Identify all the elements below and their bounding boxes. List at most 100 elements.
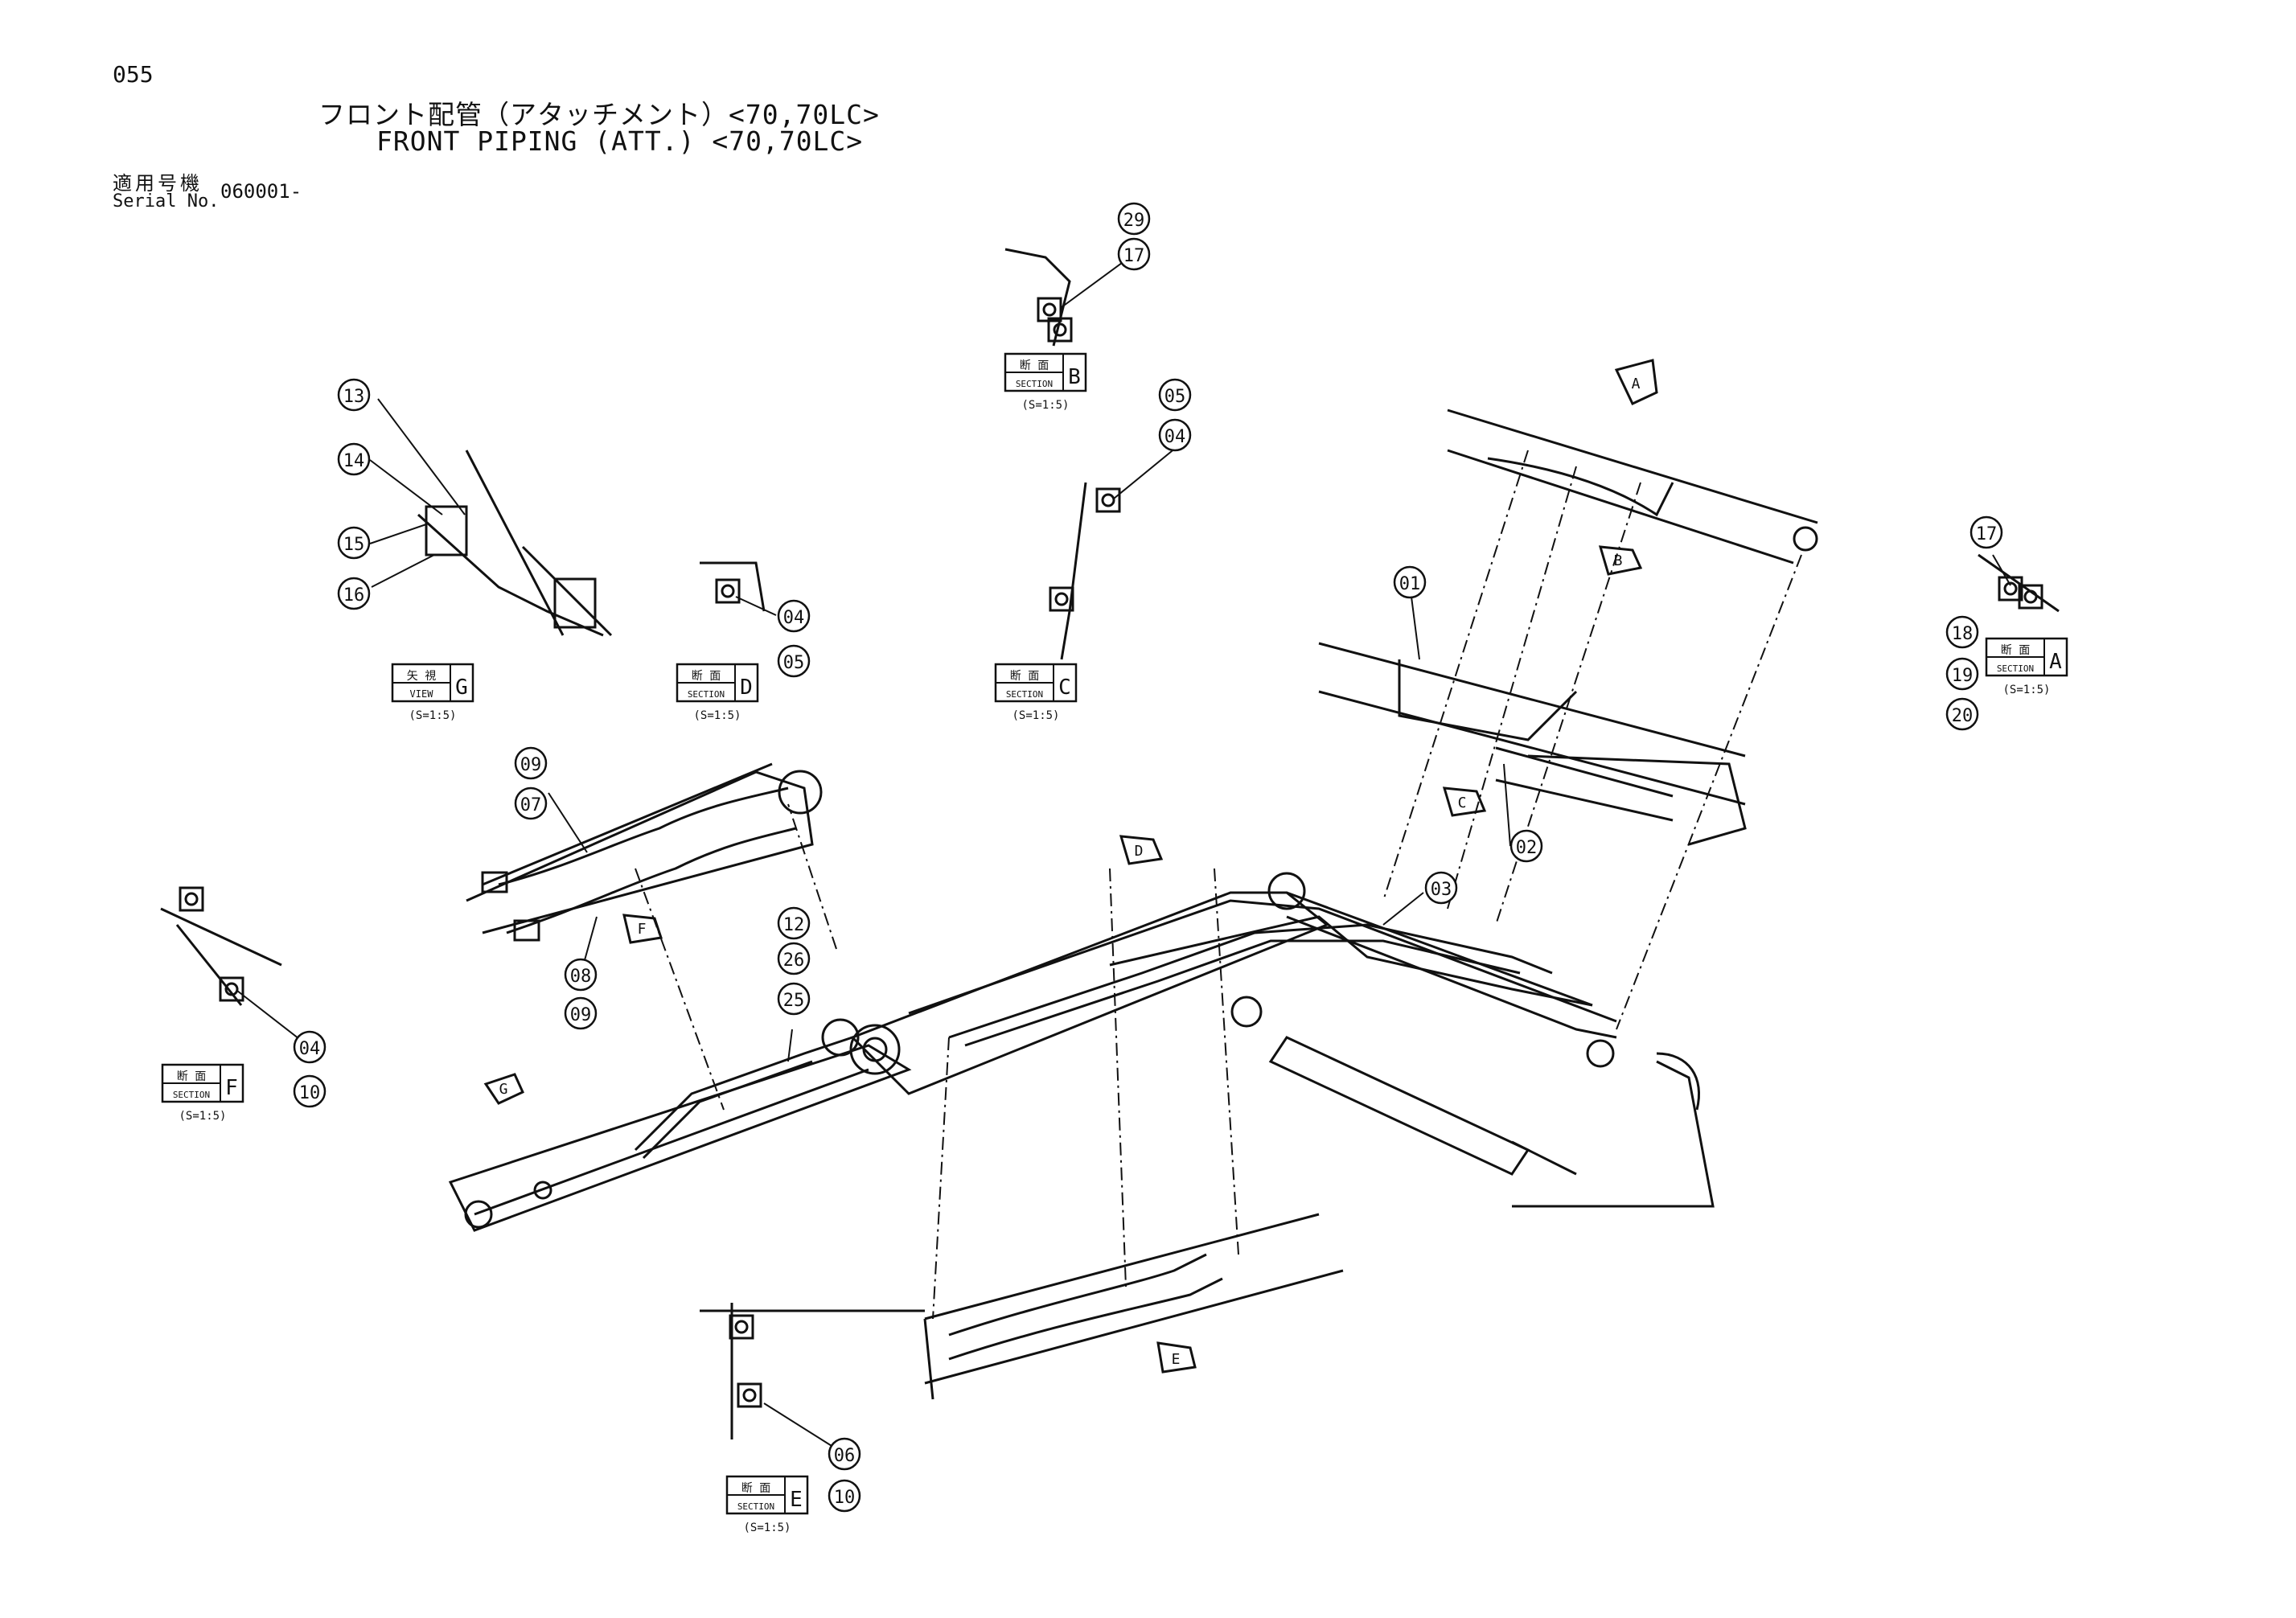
section-c-sketch (1049, 482, 1121, 660)
callout-20: 20 (1945, 697, 1979, 731)
svg-text:SECTION: SECTION (1997, 663, 2034, 674)
callout-13: 13 (337, 378, 371, 412)
svg-text:12: 12 (783, 915, 805, 935)
section-d-sketch (700, 561, 766, 612)
section-label-c: 断 面 SECTION C (S=1:5) (994, 663, 1078, 722)
callout-bubbles: 29 17 13 14 15 16 04 05 05 04 17 18 19 2… (293, 202, 2003, 1513)
svg-text:B: B (1614, 552, 1623, 569)
section-f-sketch (160, 886, 282, 1006)
callout-05: 05 (1158, 378, 1192, 412)
svg-text:C: C (1058, 676, 1071, 700)
svg-text:08: 08 (570, 967, 592, 987)
callout-16: 16 (337, 577, 371, 610)
callout-04: 04 (293, 1030, 327, 1064)
arm-lower-detail (923, 1213, 1344, 1400)
svg-text:断 面: 断 面 (177, 1070, 206, 1083)
svg-text:25: 25 (783, 991, 805, 1011)
svg-text:04: 04 (783, 608, 805, 628)
svg-text:E: E (790, 1488, 803, 1512)
boom-top-detail (1318, 409, 1818, 846)
callout-05: 05 (777, 644, 811, 678)
svg-text:B: B (1068, 365, 1081, 389)
callout-09: 09 (564, 996, 598, 1030)
view-arrow-e: E (1156, 1341, 1197, 1374)
svg-text:26: 26 (783, 951, 805, 971)
svg-text:(S=1:5): (S=1:5) (2002, 684, 2050, 696)
svg-text:断 面: 断 面 (692, 670, 721, 683)
svg-text:VIEW: VIEW (410, 688, 434, 700)
callout-01: 01 (1393, 565, 1427, 599)
callout-03: 03 (1424, 871, 1458, 905)
svg-text:A: A (2049, 650, 2062, 674)
svg-text:10: 10 (834, 1488, 856, 1508)
boom-arm-assembly (448, 872, 1715, 1232)
view-arrow-a: A (1614, 359, 1658, 405)
section-e-sketch (700, 1303, 925, 1439)
callout-17: 17 (1117, 237, 1151, 271)
svg-text:SECTION: SECTION (1006, 689, 1043, 700)
svg-text:17: 17 (1123, 246, 1145, 266)
svg-text:E: E (1172, 1351, 1181, 1368)
svg-text:D: D (1135, 843, 1144, 860)
section-label-f: 断 面 SECTION F (S=1:5) (161, 1063, 244, 1123)
svg-text:(S=1:5): (S=1:5) (179, 1110, 226, 1123)
view-arrow-d: D (1119, 835, 1164, 865)
section-label-e: 断 面 SECTION E (S=1:5) (725, 1475, 809, 1534)
callout-18: 18 (1945, 615, 1979, 649)
svg-text:SECTION: SECTION (1016, 379, 1053, 389)
svg-text:(S=1:5): (S=1:5) (693, 709, 741, 722)
callout-04: 04 (1158, 418, 1192, 452)
svg-text:矢 視: 矢 視 (407, 670, 436, 683)
svg-text:15: 15 (343, 535, 365, 555)
serial-number-value: 060001- (220, 180, 302, 203)
svg-text:06: 06 (834, 1446, 856, 1466)
svg-text:16: 16 (343, 585, 365, 606)
title-japanese: フロント配管（アタッチメント）<70,70LC> (318, 99, 880, 130)
svg-text:05: 05 (783, 653, 805, 673)
svg-text:SECTION: SECTION (688, 689, 725, 700)
callout-07: 07 (514, 786, 548, 820)
svg-text:13: 13 (343, 387, 365, 407)
svg-text:断 面: 断 面 (1020, 359, 1049, 372)
svg-text:G: G (455, 676, 468, 700)
svg-text:SECTION: SECTION (737, 1501, 774, 1512)
section-b-sketch (1004, 248, 1073, 347)
callout-19: 19 (1945, 657, 1979, 691)
svg-text:14: 14 (343, 451, 365, 471)
svg-text:07: 07 (520, 795, 542, 815)
svg-text:F: F (638, 921, 647, 938)
view-arrow-c: C (1442, 786, 1487, 817)
svg-text:19: 19 (1952, 666, 1974, 686)
svg-text:F: F (225, 1076, 238, 1100)
svg-text:SECTION: SECTION (173, 1090, 210, 1100)
svg-text:C: C (1458, 795, 1467, 811)
svg-text:断 面: 断 面 (2001, 644, 2030, 657)
callout-10: 10 (293, 1074, 327, 1108)
svg-text:D: D (740, 676, 753, 700)
svg-text:04: 04 (1164, 427, 1186, 447)
section-label-d: 断 面 SECTION D (S=1:5) (676, 663, 759, 722)
page-number: 055 (113, 61, 154, 88)
svg-text:断 面: 断 面 (741, 1482, 770, 1495)
callout-04: 04 (777, 599, 811, 633)
svg-text:(S=1:5): (S=1:5) (1021, 399, 1069, 412)
callout-12: 12 (777, 906, 811, 940)
callout-02: 02 (1509, 829, 1543, 863)
view-arrow-b: B (1598, 545, 1643, 576)
section-label-g: 矢 視 VIEW G (S=1:5) (391, 663, 474, 722)
view-arrow-f: F (622, 914, 663, 944)
view-g-sketch (417, 450, 613, 637)
callout-29: 29 (1117, 202, 1151, 236)
svg-text:09: 09 (520, 755, 542, 775)
arm-upper-view (466, 762, 823, 942)
callout-06: 06 (828, 1437, 861, 1471)
section-label-a: 断 面 SECTION A (S=1:5) (1985, 637, 2068, 696)
svg-text:02: 02 (1516, 838, 1538, 858)
svg-text:断 面: 断 面 (1010, 670, 1039, 683)
serial-label-japanese: 適用号機 (113, 172, 203, 195)
svg-text:04: 04 (299, 1039, 321, 1059)
section-label-b: 断 面 SECTION B (S=1:5) (1004, 352, 1087, 412)
leader-lines (236, 253, 2011, 1455)
svg-text:(S=1:5): (S=1:5) (1012, 709, 1059, 722)
